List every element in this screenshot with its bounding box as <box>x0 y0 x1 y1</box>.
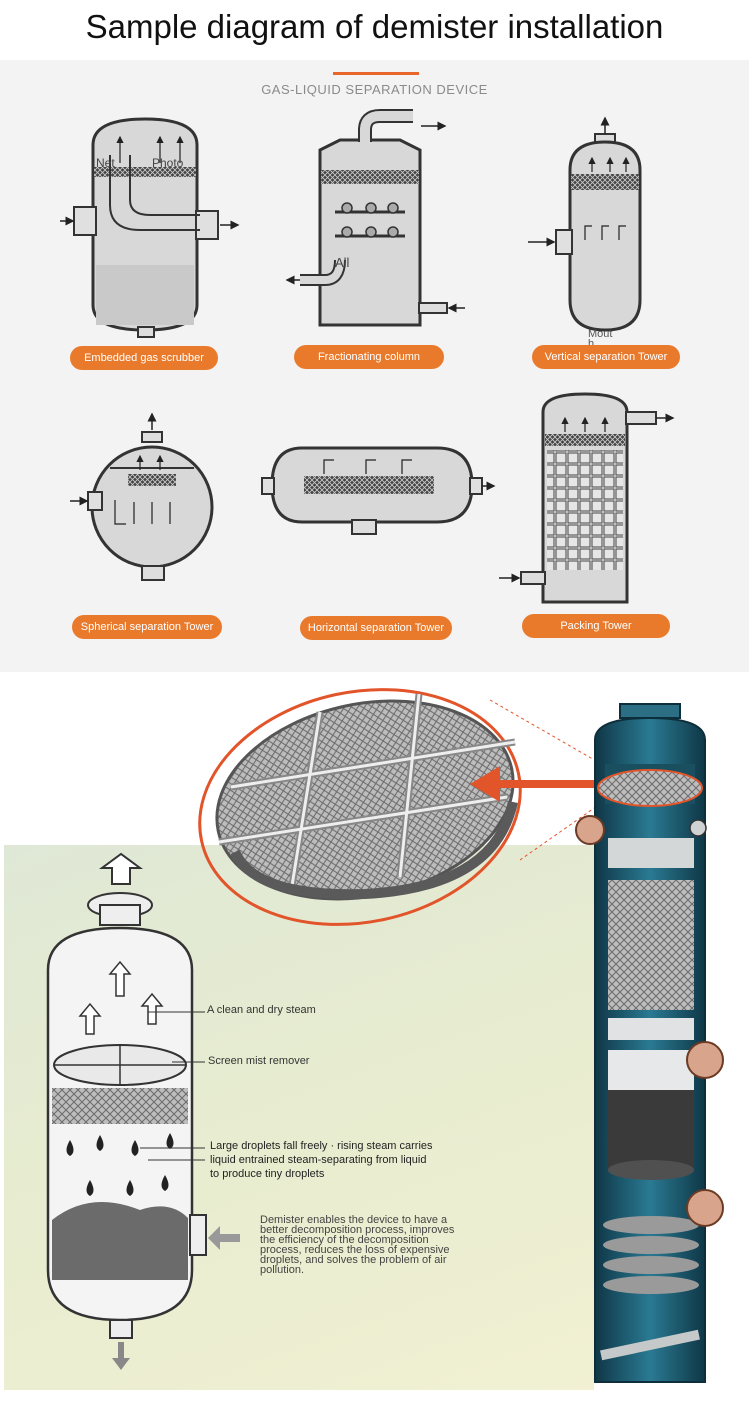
fractionating-column-diagram: All <box>285 109 465 327</box>
device-label-packing-tower: Packing Tower <box>522 614 670 638</box>
horizontal-separation-tower-diagram <box>261 446 496 535</box>
annotation-screen-mist-remover: Screen mist remover <box>208 1055 310 1067</box>
photo-label: Photo <box>152 156 184 170</box>
device-label-embedded-gas-scrubber: Embedded gas scrubber <box>70 346 218 370</box>
spherical-separation-tower-diagram <box>70 412 214 581</box>
highlight-arrow <box>470 766 608 802</box>
device-label-vertical-separation-tower: Vertical separation Tower <box>532 345 680 369</box>
annotation-demister-line-2: better decomposition process, improves <box>260 1224 455 1236</box>
annotation-demister-line-1: Demister enables the device to have a <box>260 1214 448 1226</box>
annotation-droplets-line-1: Large droplets fall freely · rising stea… <box>210 1140 433 1152</box>
tower-cutaway-illustration <box>575 703 724 1383</box>
annotation-demister-line-6: pollution. <box>260 1264 305 1276</box>
all-label: All <box>335 255 350 270</box>
vertical-separation-tower-diagram: Mout h <box>528 116 642 350</box>
demister-vessel-cutaway <box>46 852 240 1370</box>
demister-pad-illustration <box>198 688 522 926</box>
annotation-droplets-line-3: to produce tiny droplets <box>210 1168 325 1180</box>
packing-tower-diagram <box>499 392 675 604</box>
annotation-demister-line-4: process, reduces the loss of expensive <box>260 1244 450 1256</box>
net-label: Net <box>96 156 115 170</box>
annotation-demister-line-3: the efficiency of the decomposition <box>260 1234 429 1246</box>
mouth-label-2: h <box>588 338 594 350</box>
device-label-horizontal-separation-tower: Horizontal separation Tower <box>300 616 452 640</box>
section-subtitle: GAS-LIQUID SEPARATION DEVICE <box>261 82 488 97</box>
embedded-gas-scrubber-diagram: Net Photo <box>60 117 240 338</box>
page-title: Sample diagram of demister installation <box>85 8 664 45</box>
accent-divider <box>333 72 419 75</box>
device-label-fractionating-column: Fractionating column <box>294 345 444 369</box>
mouth-label-1: Mout <box>588 328 612 340</box>
annotation-demister-line-5: droplets, and solves the problem of air <box>260 1254 447 1266</box>
annotation-clean-steam: A clean and dry steam <box>207 1004 316 1016</box>
device-label-spherical-separation-tower: Spherical separation Tower <box>72 615 222 639</box>
annotation-droplets-line-2: liquid entrained steam-separating from l… <box>210 1154 427 1166</box>
